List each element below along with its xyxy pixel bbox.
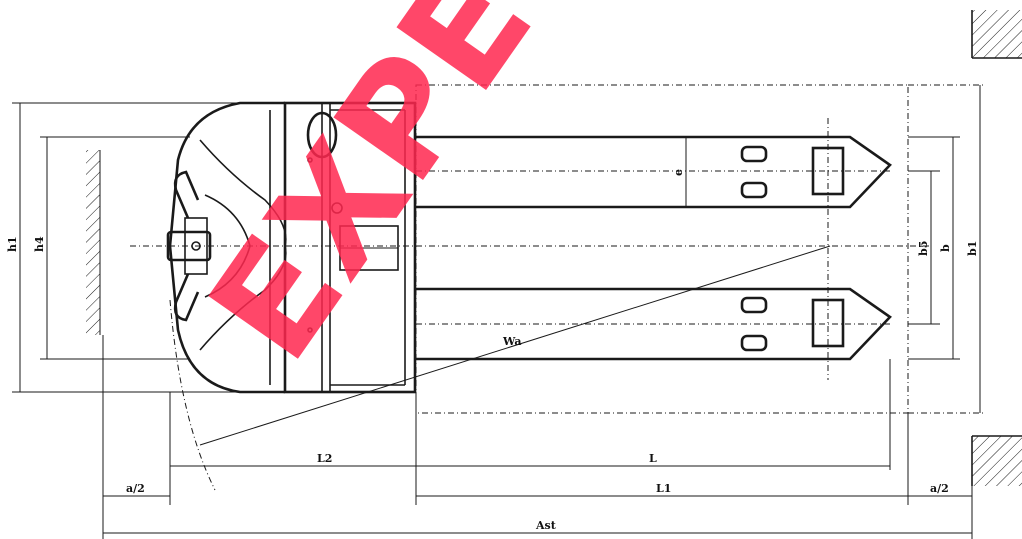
dim-h4 — [40, 136, 190, 360]
label-b5: b5 — [917, 241, 930, 256]
label-l2: L2 — [317, 452, 332, 465]
label-b1: b1 — [966, 241, 979, 256]
label-a2-left: a/2 — [126, 482, 145, 495]
wall-hatch-left — [86, 150, 101, 335]
label-h1: h1 — [6, 236, 19, 252]
label-ast: Ast — [535, 519, 557, 532]
fork-upper — [416, 135, 892, 209]
label-l: L — [649, 452, 657, 465]
wa-line — [199, 245, 831, 446]
label-a2-right: a/2 — [930, 482, 949, 495]
wall-hatch-top-right — [971, 10, 1022, 59]
label-l1: L1 — [656, 482, 671, 495]
turning-arc — [169, 299, 216, 491]
pallet-outline — [415, 84, 909, 414]
truck-body — [168, 101, 417, 394]
label-wa: Wa — [502, 335, 522, 348]
watermark: EXPE — [177, 0, 566, 391]
fork-lower — [416, 287, 892, 361]
label-h4: h4 — [33, 236, 46, 252]
label-e: e — [672, 169, 685, 176]
dim-h1 — [12, 102, 285, 393]
label-b: b — [939, 244, 952, 252]
wall-hatch-bottom-right — [971, 435, 1022, 486]
tiller-handle — [166, 170, 212, 322]
